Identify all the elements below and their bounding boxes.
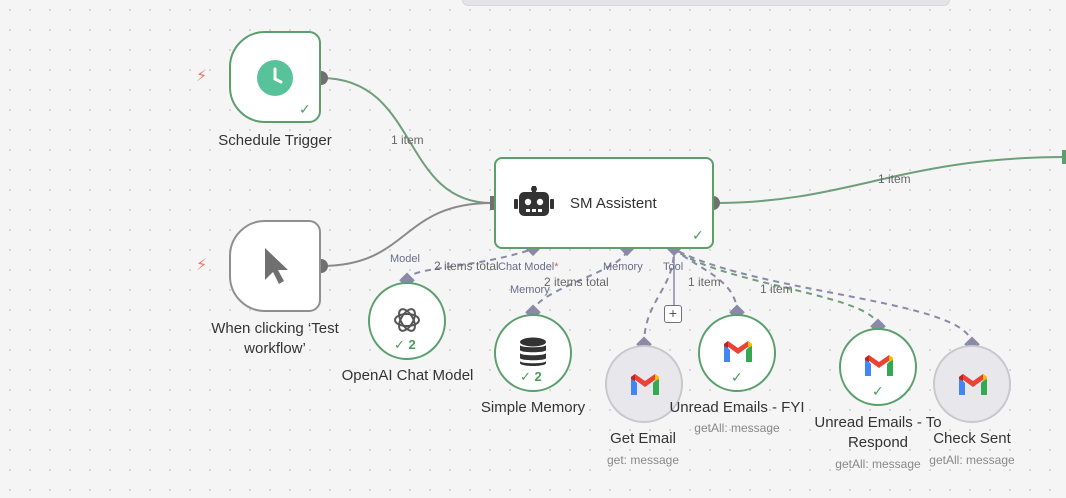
schedule-trigger-label: Schedule Trigger: [218, 132, 332, 149]
edge-tool-respond: [673, 248, 879, 328]
edge-manual-to-agent: [320, 202, 493, 267]
unread-respond-label-line1: Unread Emails - To: [814, 414, 942, 431]
get-email-subtitle: get: message: [606, 453, 680, 467]
unread-respond-node[interactable]: ✓: [839, 328, 917, 406]
simple-memory-label: Simple Memory: [480, 399, 586, 416]
port-label-chat-model: Chat Model*: [498, 261, 559, 273]
edge-tool-get-email: [643, 248, 675, 346]
unread-respond-label: Unread Emails - To Respond: [800, 413, 956, 453]
required-marker: *: [554, 261, 559, 273]
get-email-node[interactable]: [605, 345, 683, 423]
unread-fyi-node[interactable]: ✓: [698, 314, 776, 392]
success-check-icon: ✓: [692, 227, 704, 243]
edge-memory: [532, 248, 628, 314]
database-icon: [518, 336, 548, 368]
agent-title: SM Assistent: [570, 195, 657, 212]
manual-trigger-label-line2: workflow’: [244, 340, 306, 357]
unread-fyi-label: Unread Emails - FYI: [669, 399, 805, 416]
lightning-icon: ⚡: [196, 257, 208, 274]
manual-trigger-label: When clicking ‘Test workflow’: [180, 319, 370, 359]
edge-label-schedule: 1 item: [391, 133, 424, 147]
gmail-icon: [628, 371, 662, 399]
run-count-value: 2: [408, 337, 416, 352]
manual-trigger-node[interactable]: [229, 220, 321, 312]
check-sent-label: Check Sent: [933, 430, 1011, 447]
openai-chat-model-label: OpenAI Chat Model: [341, 367, 474, 384]
gmail-icon: [862, 352, 896, 380]
port-label-memory: Memory: [603, 261, 643, 273]
success-check-icon: ✓: [872, 383, 884, 399]
get-email-label: Get Email: [610, 430, 676, 447]
edge-tool-fyi: [673, 248, 738, 314]
edge-schedule-to-agent: [320, 77, 493, 204]
port-label-chat-model-text: Chat Model: [498, 261, 555, 273]
openai-chat-model-node[interactable]: ✓ 2: [368, 282, 446, 360]
unread-respond-label-line2: Respond: [847, 434, 909, 451]
manual-trigger-label-line1: When clicking ‘Test: [211, 320, 339, 337]
robot-icon: [514, 186, 554, 220]
clock-icon: [256, 59, 294, 97]
edge-tool-check-sent: [673, 248, 973, 346]
edge-label-memory: 2 items total: [544, 275, 609, 289]
agent-node[interactable]: SM Assistent ✓: [494, 157, 714, 249]
simple-memory-node[interactable]: ✓ 2: [494, 314, 572, 392]
edge-agent-out: [713, 156, 1066, 204]
unread-fyi-subtitle: getAll: message: [694, 421, 780, 435]
edge-label-agent-out: 1 item: [878, 172, 911, 186]
run-count-value: 2: [534, 369, 542, 384]
check-sent-subtitle: getAll: message: [929, 453, 1015, 467]
run-count: ✓ 2: [520, 369, 542, 384]
port-label-tool: Tool: [663, 261, 684, 273]
success-check-icon: ✓: [299, 101, 311, 117]
openai-icon: [391, 304, 423, 336]
unread-respond-subtitle: getAll: message: [835, 457, 921, 471]
add-tool-button[interactable]: +: [664, 305, 682, 323]
port-label-model: Model: [390, 253, 420, 265]
success-check-icon: ✓: [731, 369, 743, 385]
schedule-trigger-node[interactable]: ✓: [229, 31, 321, 123]
cursor-icon: [259, 246, 293, 286]
lightning-icon: ⚡: [196, 68, 208, 85]
run-count: ✓ 2: [394, 337, 416, 352]
edge-label-model: 2 items total: [434, 259, 499, 273]
check-sent-node[interactable]: [933, 345, 1011, 423]
edge-label-tool-respond: 1 item: [760, 282, 793, 296]
gmail-icon: [956, 371, 990, 399]
port-label-memory-node: Memory: [510, 284, 550, 296]
edge-label-tool-fyi: 1 item: [688, 275, 721, 289]
gmail-icon: [721, 338, 755, 366]
port-agent-end: [1062, 150, 1066, 164]
